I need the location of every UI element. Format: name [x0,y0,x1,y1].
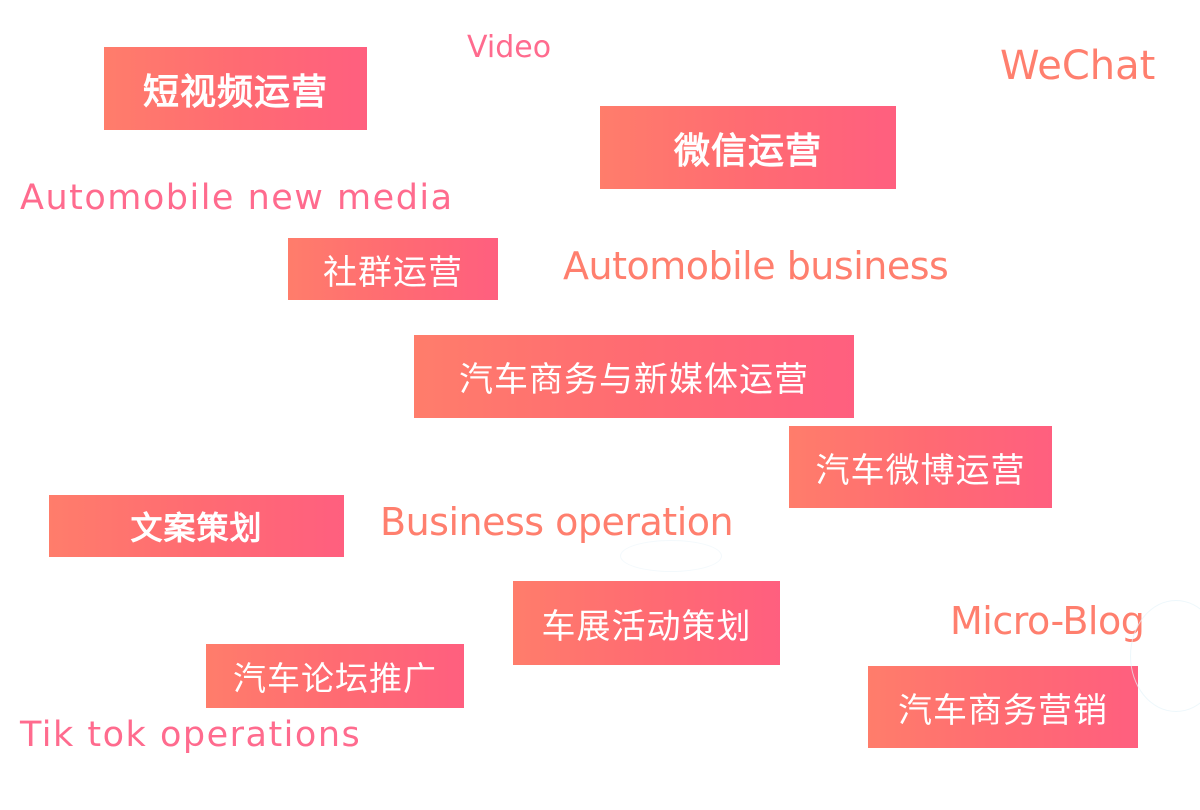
label-automobile-new-media: Automobile new media [20,178,454,218]
tag-auto-weibo-ops: 汽车微博运营 [789,426,1052,508]
tag-copywriting-text: 文案策划 [130,509,263,547]
faint-decoration [620,540,722,572]
tag-auto-biz-marketing-text: 汽车商务营销 [898,690,1108,731]
tag-wechat-ops: 微信运营 [600,106,896,189]
tag-wechat-ops-text: 微信运营 [673,130,822,172]
tag-community-ops: 社群运营 [288,238,498,300]
tag-auto-weibo-ops-text: 汽车微博运营 [815,450,1026,491]
tag-auto-show-planning-text: 车展活动策划 [541,606,752,647]
tag-community-ops-text: 社群运营 [323,252,463,293]
tag-auto-show-planning: 车展活动策划 [513,581,780,665]
label-micro-blog: Micro-Blog [950,599,1145,643]
label-automobile-business: Automobile business [563,244,949,288]
tag-short-video: 短视频运营 [104,47,367,130]
tag-auto-forum-promo-text: 汽车论坛推广 [233,659,437,698]
label-tiktok-operations: Tik tok operations [20,715,362,755]
tag-auto-forum-promo: 汽车论坛推广 [206,644,464,708]
tag-auto-biz-new-media-text: 汽车商务与新媒体运营 [459,360,809,400]
tag-auto-biz-new-media: 汽车商务与新媒体运营 [414,335,854,418]
label-business-operation: Business operation [380,500,734,544]
label-wechat: WeChat [1000,43,1156,89]
tag-auto-biz-marketing: 汽车商务营销 [868,666,1138,748]
label-video: Video [467,30,552,65]
tag-copywriting: 文案策划 [49,495,344,557]
tag-short-video-text: 短视频运营 [142,71,328,113]
